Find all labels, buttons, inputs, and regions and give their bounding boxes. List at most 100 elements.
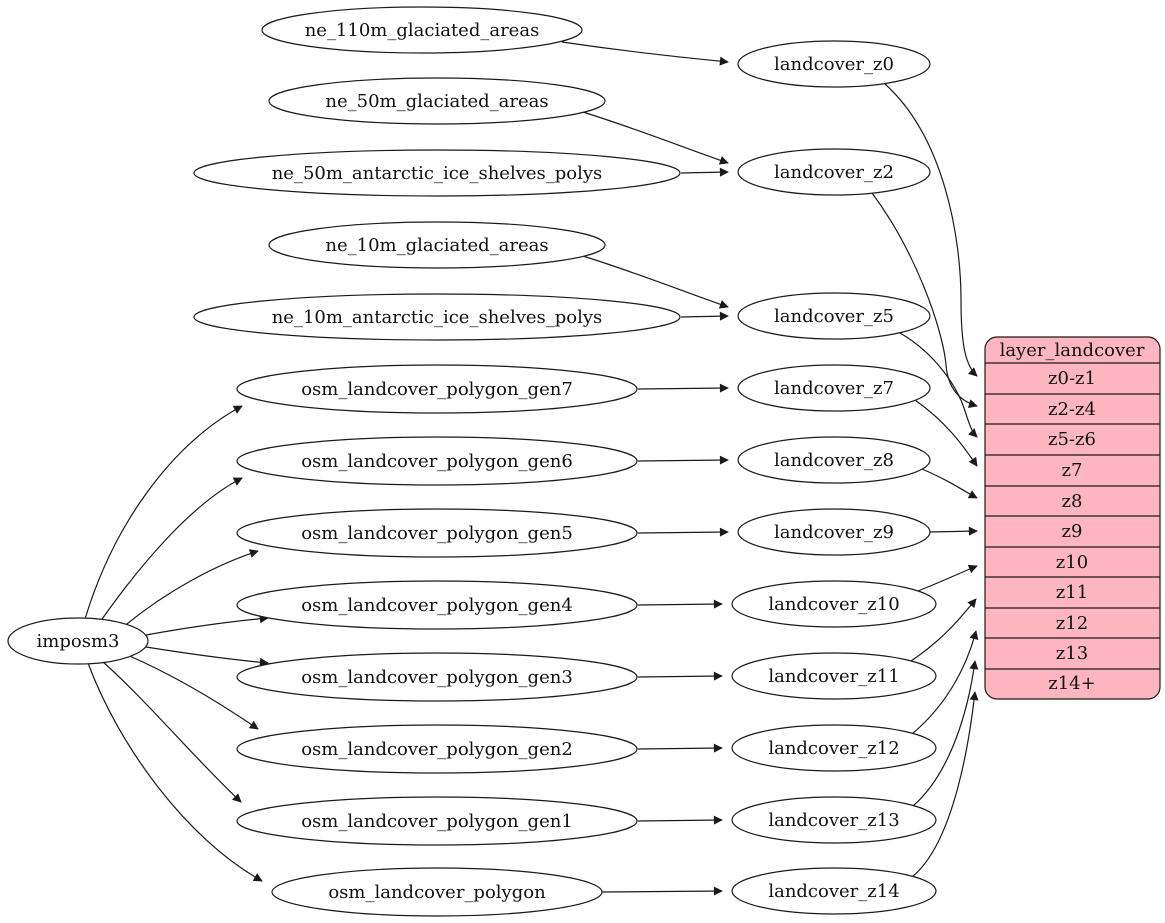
edge-z8-to-row-z8: [921, 468, 978, 499]
node-label: landcover_z10: [768, 594, 899, 615]
node-landcover-z9: landcover_z9: [737, 508, 931, 556]
edge-gen7-to-z7: [637, 383, 729, 393]
node-osm-landcover-polygon-gen7: osm_landcover_polygon_gen7: [236, 364, 638, 414]
node-osm-landcover-polygon-gen3: osm_landcover_polygon_gen3: [236, 652, 638, 702]
node-osm-landcover-polygon-gen2: osm_landcover_polygon_gen2: [236, 724, 638, 774]
table-row-z10: z10: [1056, 552, 1088, 573]
node-label: landcover_z13: [768, 810, 899, 831]
node-label: ne_110m_glaciated_areas: [305, 20, 540, 41]
node-osm-landcover-polygon-gen4: osm_landcover_polygon_gen4: [236, 580, 638, 630]
edge-gen3-to-z11: [637, 671, 723, 681]
edge-z12-to-row-z12: [911, 630, 979, 735]
table-row-z14plus: z14+: [1048, 673, 1095, 694]
table-row-z0-z1: z0-z1: [1048, 368, 1096, 389]
table-title: layer_landcover: [1000, 340, 1145, 361]
node-label: osm_landcover_polygon_gen3: [301, 667, 573, 688]
table-row-z7: z7: [1062, 460, 1083, 481]
edge-polygon-to-z14: [601, 886, 723, 896]
node-landcover-z11: landcover_z11: [731, 652, 937, 700]
edge-z13-to-row-z13: [912, 660, 979, 807]
table-row-z5-z6: z5-z6: [1048, 429, 1096, 450]
node-label: ne_10m_antarctic_ice_shelves_polys: [272, 307, 603, 328]
node-ne-50m-glaciated-areas: ne_50m_glaciated_areas: [268, 77, 606, 125]
edge-imposm3-to-gen5: [121, 549, 259, 629]
edge-z0-to-row-z0-z1: [884, 83, 978, 377]
edge-imposm3-to-gen4: [145, 614, 269, 636]
node-ellipse: [268, 221, 606, 269]
node-ne-10m-antarctic-ice-shelves-polys: ne_10m_antarctic_ice_shelves_polys: [193, 293, 681, 341]
table-row-z11: z11: [1056, 582, 1088, 603]
node-ne-50m-antarctic-ice-shelves-polys: ne_50m_antarctic_ice_shelves_polys: [193, 149, 681, 197]
table-row-z2-z4: z2-z4: [1048, 399, 1096, 420]
edge-ne-10m-antarctic-to-z5: [680, 311, 729, 321]
edge-gen2-to-z12: [637, 743, 723, 753]
node-label: imposm3: [37, 631, 120, 652]
edge-ne-110m-to-z0: [561, 41, 729, 66]
edge-ne-50m-antarctic-to-z2: [680, 167, 729, 177]
edge-z9-to-row-z9: [929, 526, 978, 536]
edge-z7-to-row-z7: [914, 399, 978, 467]
edge-gen1-to-z13: [637, 815, 723, 825]
node-ellipse: [731, 796, 937, 844]
edge-z5-to-row-z5-z6: [899, 332, 978, 438]
node-ellipse: [737, 436, 931, 484]
node-ellipse: [737, 40, 931, 88]
node-osm-landcover-polygon-gen5: osm_landcover_polygon_gen5: [236, 508, 638, 558]
node-landcover-z7: landcover_z7: [737, 364, 931, 412]
node-ellipse: [731, 580, 937, 628]
node-label: landcover_z14: [768, 881, 899, 902]
edge-imposm3-to-gen6: [99, 477, 243, 623]
node-ellipse: [737, 508, 931, 556]
edge-layer: [84, 41, 979, 896]
node-ellipse: [737, 364, 931, 412]
node-ellipse: [236, 724, 638, 774]
edge-imposm3-to-gen1: [101, 660, 242, 803]
node-landcover-z0: landcover_z0: [737, 40, 931, 88]
edge-imposm3-to-polygon: [87, 662, 263, 882]
node-osm-landcover-polygon: osm_landcover_polygon: [271, 867, 603, 917]
node-ellipse: [7, 617, 149, 665]
node-label: osm_landcover_polygon_gen7: [301, 379, 573, 400]
node-osm-landcover-polygon-gen1: osm_landcover_polygon_gen1: [236, 796, 638, 846]
node-landcover-z5: landcover_z5: [737, 292, 931, 340]
edge-imposm3-to-gen7: [84, 405, 243, 620]
node-ellipse: [731, 724, 937, 772]
node-osm-landcover-polygon-gen6: osm_landcover_polygon_gen6: [236, 436, 638, 486]
node-ne-110m-glaciated-areas: ne_110m_glaciated_areas: [261, 6, 583, 54]
node-landcover-z2: landcover_z2: [737, 148, 931, 196]
node-label: landcover_z0: [774, 54, 894, 75]
node-ellipse: [737, 148, 931, 196]
table-row-z9: z9: [1062, 521, 1083, 542]
node-label: landcover_z11: [768, 666, 899, 687]
node-label: osm_landcover_polygon_gen6: [301, 451, 573, 472]
node-ellipse: [236, 652, 638, 702]
node-label: landcover_z2: [774, 162, 894, 183]
node-ellipse: [236, 508, 638, 558]
node-label: ne_50m_glaciated_areas: [325, 91, 548, 112]
edge-z10-to-row-z10: [917, 564, 978, 592]
table-layer-landcover: layer_landcover z0-z1 z2-z4 z5-z6 z7 z8 …: [984, 336, 1161, 700]
node-ellipse: [731, 867, 937, 915]
node-label: osm_landcover_polygon_gen1: [301, 811, 573, 832]
node-ellipse: [271, 867, 603, 917]
node-label: ne_50m_antarctic_ice_shelves_polys: [272, 163, 603, 184]
node-ellipse: [261, 6, 583, 54]
node-ellipse: [236, 364, 638, 414]
node-label: landcover_z8: [774, 450, 894, 471]
node-landcover-z10: landcover_z10: [731, 580, 937, 628]
edge-z11-to-row-z11: [910, 598, 977, 662]
table-row-z13: z13: [1056, 643, 1088, 664]
edge-z14-to-row-z14plus: [911, 691, 979, 878]
node-label: ne_10m_glaciated_areas: [325, 235, 548, 256]
node-landcover-z13: landcover_z13: [731, 796, 937, 844]
edge-ne-50m-glaciated-to-z2: [582, 111, 729, 165]
node-ellipse: [268, 77, 606, 125]
edge-gen6-to-z8: [637, 455, 729, 465]
edge-ne-10m-glaciated-to-z5: [582, 255, 729, 309]
node-ellipse: [737, 292, 931, 340]
edge-imposm3-to-gen3: [145, 646, 269, 667]
node-landcover-z14: landcover_z14: [731, 867, 937, 915]
node-ne-10m-glaciated-areas: ne_10m_glaciated_areas: [268, 221, 606, 269]
node-label: osm_landcover_polygon_gen2: [301, 739, 573, 760]
